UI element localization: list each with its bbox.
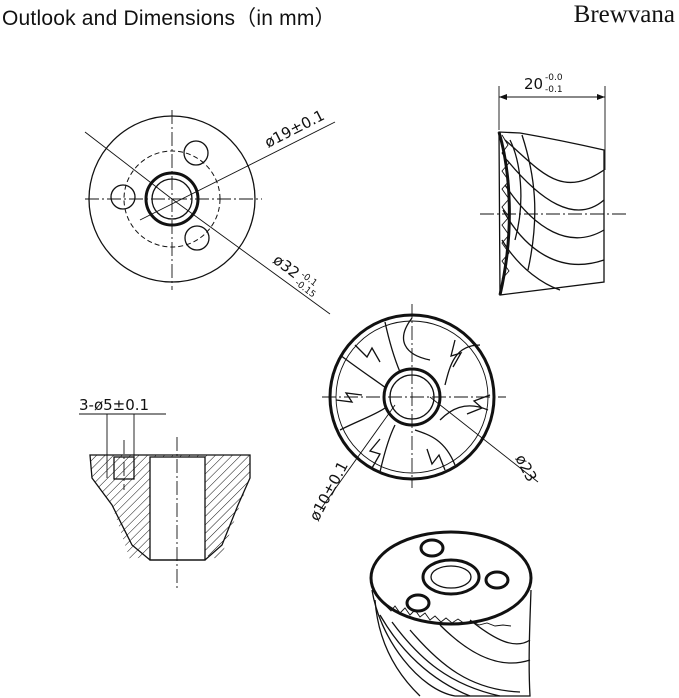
top-view: ø19±0.1 ø32 -0.1 -0.15: [84, 106, 336, 315]
dim-bore-diameter: ø10±0.1: [306, 458, 352, 524]
persp-bore-inner: [430, 565, 472, 589]
burr-blade-edges: [335, 339, 491, 471]
persp-flutes: [374, 599, 531, 697]
dim-pitch-diameter: ø19±0.1: [262, 106, 328, 151]
section-bore: [149, 456, 206, 561]
dim-outer-diameter-group: ø32 -0.1 -0.15: [270, 251, 319, 300]
dim-height-tol-lower: -0.1: [545, 85, 563, 95]
mount-hole-2: [110, 184, 136, 210]
page-title: Outlook and Dimensions（in mm）: [2, 7, 336, 30]
leader-bore: [319, 404, 396, 511]
mount-hole-3: [184, 225, 210, 251]
persp-hole-2: [484, 570, 510, 590]
section-hatch: [90, 455, 250, 560]
persp-bore: [421, 558, 481, 596]
dim-mount-holes: 3-ø5±0.1: [79, 396, 149, 414]
leader-pitch: [139, 121, 336, 221]
burr-side-outline: [498, 131, 605, 296]
persp-hole-1: [419, 538, 445, 558]
burr-side-edge: [497, 131, 511, 296]
persp-body: [371, 589, 532, 697]
brand-logo-text: Brewvana: [573, 1, 675, 28]
dim-height: 20: [524, 75, 543, 93]
leader-outer: [84, 131, 173, 200]
persp-top-face: [369, 530, 533, 626]
arrow-right: [597, 94, 605, 100]
side-view: 20 -0.0 -0.1: [480, 73, 628, 296]
dim-burr-diameter: ø23: [511, 451, 540, 484]
burr-side-teeth: [501, 134, 510, 280]
dim-height-tol-upper: -0.0: [545, 73, 563, 83]
arrow-left: [499, 94, 507, 100]
burr-spiral-flutes: [339, 317, 489, 473]
leader-outer-extend: [171, 198, 331, 315]
persp-teeth: [384, 604, 512, 627]
burr-side-flutes: [501, 134, 605, 291]
leader-diameter: [429, 396, 539, 483]
section-view: 3-ø5±0.1: [79, 396, 251, 590]
perspective-view: [369, 530, 533, 697]
mount-hole-1: [183, 140, 209, 166]
bottom-view: ø10±0.1 ø23: [306, 304, 541, 524]
persp-hole-3: [405, 593, 431, 613]
